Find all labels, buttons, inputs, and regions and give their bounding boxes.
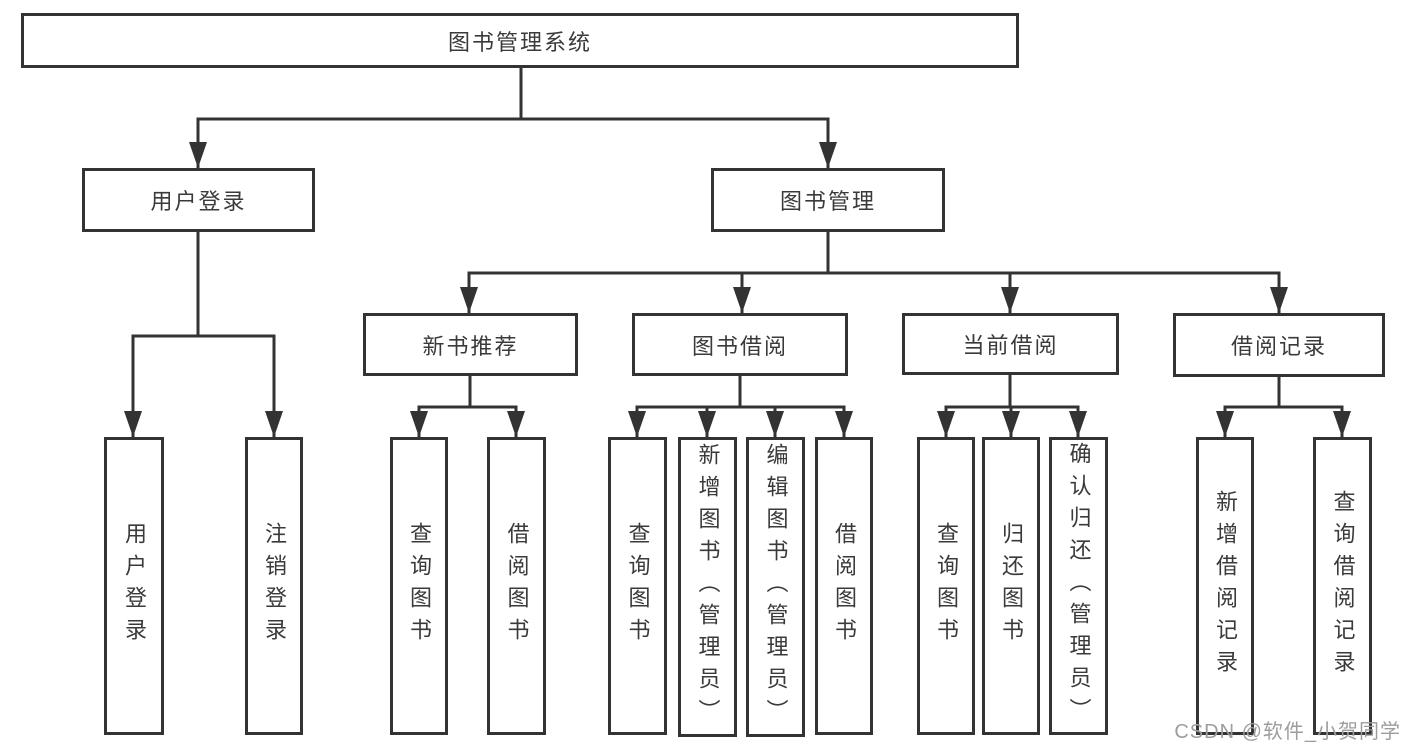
connector-newbook-to-children (417, 376, 518, 437)
node-label: 注销登录 (262, 522, 287, 650)
node-label: 查询图书 (625, 522, 651, 650)
node-leaf-query-books-3: 查询图书 (917, 437, 975, 735)
node-label: 编辑图书（管理员） (763, 443, 789, 731)
node-label: 借阅记录 (1230, 334, 1327, 359)
arrowhead (265, 411, 283, 437)
arrowhead (835, 411, 853, 437)
csdn-watermark: CSDN @软件_小贺同学 (1174, 721, 1401, 743)
arrowhead (189, 142, 207, 168)
arrowhead (1333, 411, 1351, 437)
node-leaf-confirm-return-admin: 确认归还（管理员） (1049, 437, 1108, 735)
arrowhead (733, 287, 751, 313)
node-label: 借阅图书 (832, 522, 857, 650)
arrowhead (1270, 287, 1288, 313)
node-leaf-borrow-books-1: 借阅图书 (487, 437, 546, 735)
node-label: 新书推荐 (422, 333, 519, 359)
arrowhead (698, 411, 716, 437)
connector-currentborrow-to-children (944, 375, 1080, 437)
arrowhead (410, 411, 428, 437)
arrowhead (819, 142, 837, 168)
node-current-borrowing: 当前借阅 (902, 313, 1119, 375)
node-label: 当前借阅 (962, 333, 1059, 358)
arrowhead (460, 287, 478, 313)
arrowhead (124, 411, 142, 437)
connector-root-to-level2 (196, 68, 830, 168)
node-leaf-query-books-2: 查询图书 (608, 437, 667, 735)
node-leaf-query-borrow-record: 查询借阅记录 (1313, 437, 1372, 735)
node-label: 确认归还（管理员） (1066, 442, 1092, 730)
node-library-management-system: 图书管理系统 (21, 13, 1019, 68)
arrowhead (766, 411, 784, 437)
node-leaf-add-borrow-record: 新增借阅记录 (1196, 437, 1254, 735)
arrowhead (1002, 411, 1020, 437)
node-label: 新增借阅记录 (1213, 490, 1238, 682)
node-leaf-add-books-admin: 新增图书（管理员） (678, 437, 737, 737)
arrowhead (1216, 411, 1234, 437)
connector-bookmgmt-to-level3 (467, 232, 1281, 313)
node-label: 图书管理 (779, 189, 876, 214)
node-book-management: 图书管理 (711, 168, 945, 232)
node-label: 归还图书 (999, 522, 1024, 650)
arrowhead (507, 411, 525, 437)
node-leaf-return-books: 归还图书 (982, 437, 1040, 735)
node-label: 图书管理系统 (447, 29, 592, 55)
node-label: 用户登录 (122, 522, 147, 650)
node-label: 查询借阅记录 (1330, 490, 1356, 682)
node-leaf-edit-books-admin: 编辑图书（管理员） (746, 437, 805, 737)
connector-records-to-children (1223, 377, 1344, 437)
node-label: 用户登录 (150, 189, 247, 214)
node-label: 查询图书 (934, 522, 959, 650)
node-leaf-borrow-books-2: 借阅图书 (815, 437, 873, 735)
arrowhead (1001, 287, 1019, 313)
node-leaf-logout: 注销登录 (245, 437, 303, 735)
arrowhead (628, 411, 646, 437)
node-leaf-query-books-1: 查询图书 (390, 437, 448, 735)
arrowhead (937, 411, 955, 437)
arrowhead (1069, 411, 1087, 437)
node-label: 查询图书 (407, 522, 432, 650)
connector-userlogin-to-children (131, 232, 276, 437)
node-label: 新增图书（管理员） (695, 443, 721, 731)
node-label: 借阅图书 (504, 522, 530, 650)
node-book-borrowing: 图书借阅 (632, 313, 848, 376)
node-user-login: 用户登录 (82, 168, 315, 232)
node-leaf-user-login: 用户登录 (104, 437, 164, 735)
node-label: 图书借阅 (691, 333, 788, 359)
connector-bookborrow-to-children (635, 376, 846, 437)
node-new-book-recommendation: 新书推荐 (363, 313, 578, 376)
node-borrowing-records: 借阅记录 (1173, 313, 1385, 377)
